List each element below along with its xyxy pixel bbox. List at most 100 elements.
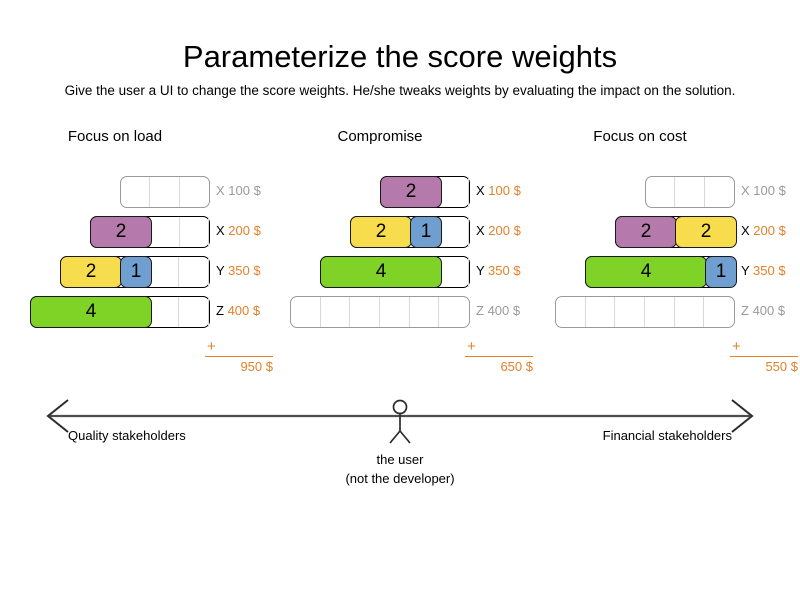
weight-row: 2 X 200 $ [20,212,290,252]
slider-unit-cell[interactable] [705,177,734,207]
axis-svg [46,399,754,444]
weight-block-value: 2 [85,261,97,282]
weight-slider-track[interactable]: 2 [380,176,470,208]
slider-unit-cell[interactable] [586,297,616,327]
weight-slider-track[interactable] [645,176,735,208]
page-subtitle: Give the user a UI to change the score w… [64,82,736,98]
stakeholder-axis: Quality stakeholders Financial stakehold… [0,398,800,458]
slider-unit-cell[interactable] [410,297,440,327]
slider-unit-cell[interactable] [615,297,646,327]
slider-unit-cell[interactable] [645,297,675,327]
slider-unit-cell[interactable] [179,257,209,287]
weight-block-blue[interactable]: 1 [410,216,442,248]
weight-block-yellow[interactable]: 2 [675,216,737,248]
weight-block-purple[interactable]: 2 [90,216,152,248]
slider-unit-cell[interactable] [380,297,410,327]
row-key: X [216,183,225,198]
weight-slider-track[interactable]: 4 [30,296,210,328]
row-price: 400 $ [748,303,786,318]
weight-row: 4 Y 350 $ [290,252,540,292]
row-key: X [476,223,485,238]
slider-unit-cell[interactable] [675,177,705,207]
row-key: X [216,223,225,238]
row-key: Z [216,303,224,318]
weight-row: X 100 $ [545,172,800,212]
weight-row: Z 400 $ [545,292,800,332]
weight-slider-track[interactable] [120,176,210,208]
slider-unit-cell[interactable] [150,297,180,327]
row-label: Y 350 $ [741,263,786,278]
weight-slider-track[interactable]: 2 [90,216,210,248]
weight-block-yellow[interactable]: 2 [60,256,122,288]
sum-total: 550 $ [765,359,798,374]
slider-unit-cell[interactable] [350,297,381,327]
stick-figure-user-icon [389,399,411,444]
row-label: Z 400 $ [741,303,785,318]
row-key: Z [741,303,749,318]
slider-unit-cell[interactable] [150,177,180,207]
sum-plus-sign: + [207,338,216,355]
weight-row: Z 400 $ [290,292,540,332]
user-caption-line1: the user [376,452,424,467]
slider-unit-cell[interactable] [439,297,469,327]
weight-slider-track[interactable] [290,296,470,328]
weight-block-green[interactable]: 4 [585,256,707,288]
weight-slider-track[interactable]: 4 [320,256,470,288]
slider-unit-cell[interactable] [121,177,151,207]
weight-block-green[interactable]: 4 [30,296,152,328]
row-label: Y 350 $ [476,263,521,278]
row-key: X [741,223,750,238]
slider-unit-cell[interactable] [291,297,321,327]
row-key: Z [476,303,484,318]
sum-plus-sign: + [732,338,741,355]
weight-block-purple[interactable]: 2 [380,176,442,208]
slider-unit-cell[interactable] [321,297,351,327]
slider-unit-cell[interactable] [439,257,469,287]
column-sum: +650 $ [465,339,533,374]
weight-block-blue[interactable]: 1 [705,256,737,288]
weight-block-green[interactable]: 4 [320,256,442,288]
sum-total: 950 $ [240,359,273,374]
slider-unit-cell[interactable] [150,257,180,287]
row-price: 100 $ [224,183,261,198]
row-label: X 100 $ [741,183,786,198]
slider-unit-cell[interactable] [150,217,180,247]
slider-unit-cell[interactable] [646,177,676,207]
slider-unit-cell[interactable] [675,297,705,327]
row-price: 200 $ [484,223,521,238]
axis-label-quality: Quality stakeholders [68,428,186,443]
column-header: Focus on cost [593,128,687,145]
row-price: 400 $ [483,303,521,318]
slider-unit-cell[interactable] [704,297,734,327]
row-key: Y [216,263,225,278]
page-title: Parameterize the score weights [182,38,618,74]
row-key: Y [741,263,750,278]
weight-block-purple[interactable]: 2 [615,216,677,248]
weight-slider-track[interactable] [555,296,735,328]
weight-block-yellow[interactable]: 2 [350,216,412,248]
row-label: Y 350 $ [216,263,261,278]
row-key: X [741,183,750,198]
slider-unit-cell[interactable] [180,177,209,207]
weight-block-value: 4 [640,261,652,282]
slider-unit-cell[interactable] [556,297,586,327]
slider-unit-cell[interactable] [180,217,209,247]
weight-block-blue[interactable]: 1 [120,256,152,288]
row-price: 200 $ [224,223,261,238]
sum-rule [465,356,533,357]
row-label: X 200 $ [476,223,521,238]
slider-unit-cell[interactable] [440,217,469,247]
slider-unit-cell[interactable] [440,177,469,207]
slider-unit-cell[interactable] [179,297,210,327]
weight-block-value: 1 [715,261,727,282]
